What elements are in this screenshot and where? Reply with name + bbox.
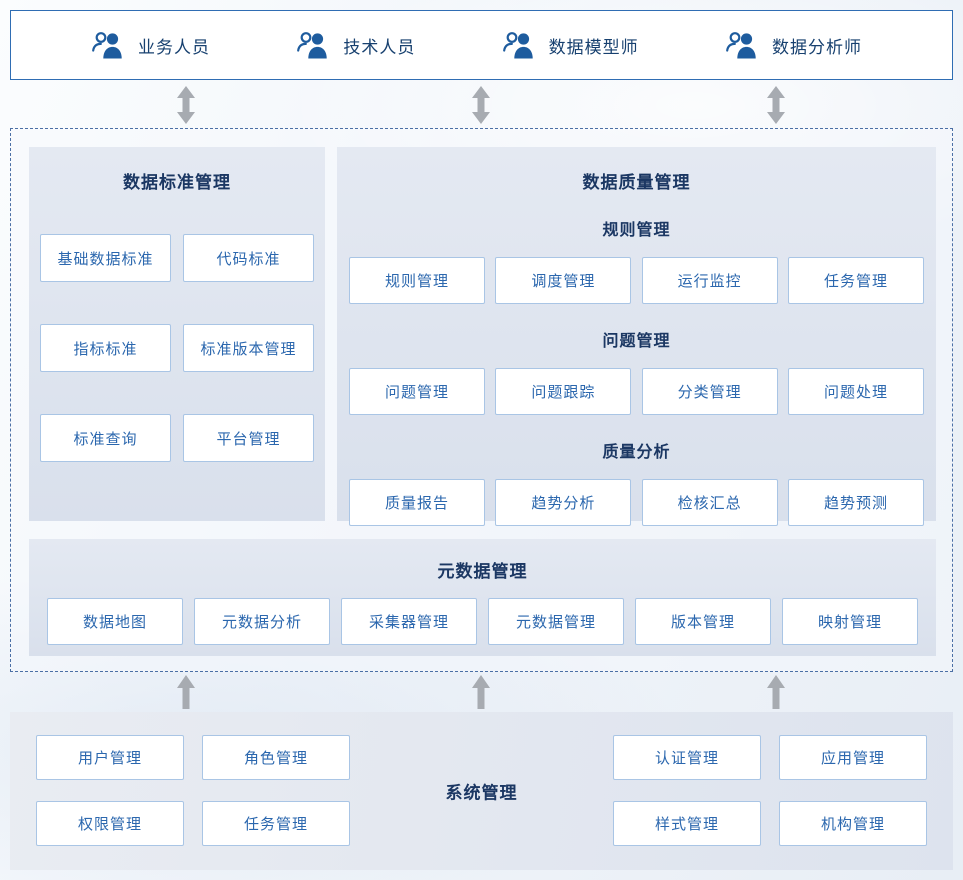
button-data-map[interactable]: 数据地图 [47, 598, 183, 645]
button-metadata-management[interactable]: 元数据管理 [488, 598, 624, 645]
button-code-standard[interactable]: 代码标准 [183, 234, 314, 282]
panel-metadata: 元数据管理 数据地图 元数据分析 采集器管理 元数据管理 版本管理 映射管理 [29, 539, 936, 656]
quality-row-rules: 规则管理 调度管理 运行监控 任务管理 [337, 257, 936, 304]
role-data-modeler: 数据模型师 [502, 30, 639, 60]
panel-title-metadata: 元数据管理 [437, 562, 528, 581]
quality-group-analysis: 质量分析 质量报告 趋势分析 检核汇总 趋势预测 [337, 438, 936, 526]
quality-group-issues: 问题管理 问题管理 问题跟踪 分类管理 问题处理 [337, 327, 936, 415]
button-version-management[interactable]: 版本管理 [635, 598, 771, 645]
button-trend-forecast[interactable]: 趋势预测 [787, 479, 924, 526]
button-app-management[interactable]: 应用管理 [779, 735, 927, 780]
users-icon [725, 30, 759, 60]
button-indicator-standard[interactable]: 指标标准 [40, 324, 171, 372]
up-arrow-icon [767, 675, 785, 714]
roles-bar: 业务人员 技术人员 数据模型师 [10, 10, 953, 80]
system-right-grid: 认证管理 应用管理 样式管理 机构管理 [613, 735, 927, 846]
role-label: 技术人员 [343, 37, 416, 57]
metadata-button-row: 数据地图 元数据分析 采集器管理 元数据管理 版本管理 映射管理 [29, 598, 936, 645]
button-collector-management[interactable]: 采集器管理 [341, 598, 477, 645]
double-arrow-icon [177, 86, 195, 129]
button-standard-version[interactable]: 标准版本管理 [183, 324, 314, 372]
platform-container: 数据标准管理 基础数据标准 代码标准 指标标准 标准版本管理 标准查询 平台管理… [10, 128, 953, 672]
panel-title-data-standard: 数据标准管理 [123, 173, 231, 192]
button-trend-analysis[interactable]: 趋势分析 [495, 479, 632, 526]
button-style-management[interactable]: 样式管理 [613, 801, 761, 846]
users-icon [91, 30, 125, 60]
button-auth-management[interactable]: 认证管理 [613, 735, 761, 780]
panel-system: 用户管理 角色管理 权限管理 任务管理 系统管理 认证管理 应用管理 样式管理 … [10, 712, 953, 870]
button-issue-tracking[interactable]: 问题跟踪 [495, 368, 632, 415]
panel-data-standard: 数据标准管理 基础数据标准 代码标准 指标标准 标准版本管理 标准查询 平台管理 [29, 147, 325, 521]
group-title-issues: 问题管理 [602, 333, 671, 350]
button-mapping-management[interactable]: 映射管理 [782, 598, 918, 645]
role-label: 数据模型师 [548, 37, 639, 57]
button-issue-management[interactable]: 问题管理 [349, 368, 485, 415]
users-icon [296, 30, 330, 60]
button-task-management[interactable]: 任务管理 [787, 257, 924, 304]
button-standard-query[interactable]: 标准查询 [40, 414, 171, 462]
role-label: 数据分析师 [771, 37, 862, 57]
role-business-user: 业务人员 [91, 30, 210, 60]
button-role-management[interactable]: 角色管理 [202, 735, 350, 780]
system-left-grid: 用户管理 角色管理 权限管理 任务管理 [36, 735, 350, 846]
up-arrow-icon [177, 675, 195, 714]
button-permission-management[interactable]: 权限管理 [36, 801, 184, 846]
button-issue-handling[interactable]: 问题处理 [787, 368, 924, 415]
role-technical-user: 技术人员 [296, 30, 415, 60]
button-category-management[interactable]: 分类管理 [641, 368, 778, 415]
quality-group-rules: 规则管理 规则管理 调度管理 运行监控 任务管理 [337, 216, 936, 304]
button-user-management[interactable]: 用户管理 [36, 735, 184, 780]
quality-row-issues: 问题管理 问题跟踪 分类管理 问题处理 [337, 368, 936, 415]
quality-row-analysis: 质量报告 趋势分析 检核汇总 趋势预测 [337, 479, 936, 526]
role-data-analyst: 数据分析师 [725, 30, 862, 60]
button-metadata-analysis[interactable]: 元数据分析 [194, 598, 330, 645]
button-run-monitoring[interactable]: 运行监控 [641, 257, 778, 304]
panel-title-system: 系统管理 [445, 783, 518, 803]
button-platform-management[interactable]: 平台管理 [183, 414, 314, 462]
double-arrow-icon [767, 86, 785, 129]
panel-data-quality: 数据质量管理 规则管理 规则管理 调度管理 运行监控 任务管理 问题管理 问题管… [337, 147, 936, 526]
users-icon [502, 30, 536, 60]
button-org-management[interactable]: 机构管理 [779, 801, 927, 846]
role-label: 业务人员 [138, 37, 210, 57]
group-title-analysis: 质量分析 [602, 444, 671, 461]
up-arrow-icon [472, 675, 490, 714]
double-arrow-icon [472, 86, 490, 129]
panel-title-data-quality: 数据质量管理 [582, 173, 691, 192]
standard-button-grid: 基础数据标准 代码标准 指标标准 标准版本管理 标准查询 平台管理 [29, 234, 325, 462]
button-quality-report[interactable]: 质量报告 [349, 479, 485, 526]
button-check-summary[interactable]: 检核汇总 [641, 479, 778, 526]
button-schedule-management[interactable]: 调度管理 [495, 257, 632, 304]
button-task-management-sys[interactable]: 任务管理 [202, 801, 350, 846]
group-title-rules: 规则管理 [602, 222, 671, 239]
button-rule-management[interactable]: 规则管理 [349, 257, 485, 304]
button-basic-data-standard[interactable]: 基础数据标准 [40, 234, 171, 282]
